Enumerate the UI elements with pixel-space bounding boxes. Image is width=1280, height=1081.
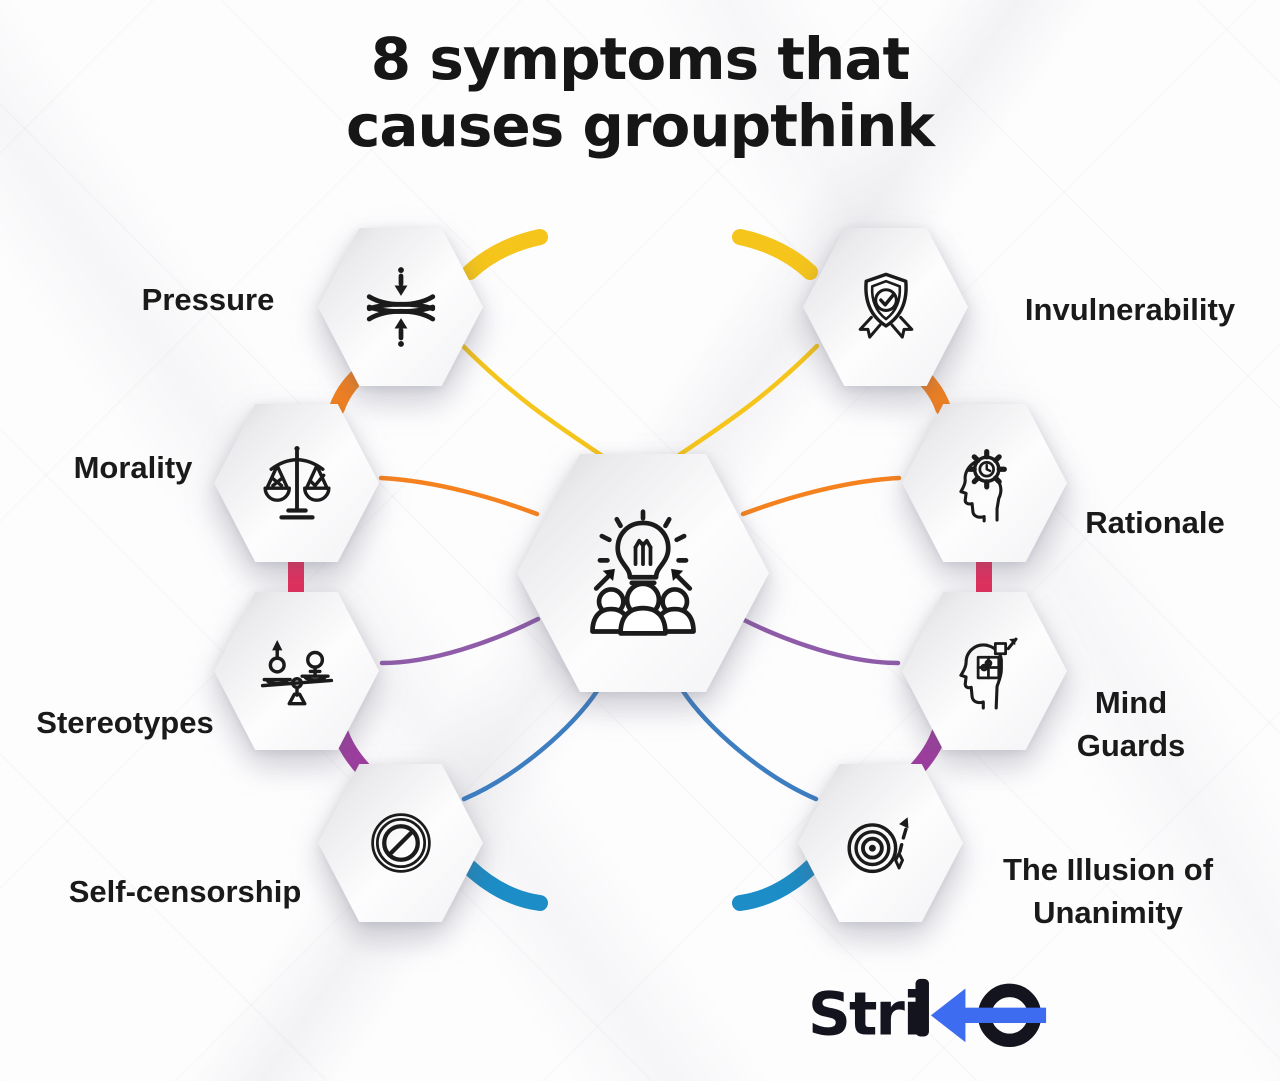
- ring-segment-blue-right: [732, 859, 819, 911]
- connector-stereotypes-to-center: [379, 616, 541, 666]
- page-title-line1: 8 symptoms that: [370, 25, 910, 93]
- hexagon-invulnerability: [803, 228, 968, 386]
- page-title-line2: causes groupthink: [346, 92, 935, 161]
- label-self-censorship: Self-censorship: [68, 874, 302, 909]
- page-title: 8 symptoms that causes groupthink: [0, 25, 1280, 161]
- connector-pressure-to-center: [460, 343, 607, 460]
- label-illusion-unanimity: The Illusion of Unanimity: [1002, 852, 1214, 930]
- gender-balance-icon: [260, 640, 333, 706]
- hexagon-self-censorship: [318, 764, 483, 922]
- connector-morality-to-center: [378, 475, 540, 517]
- target-arrow-icon: [846, 817, 909, 874]
- hexagon-pressure: [318, 228, 483, 386]
- label-stereotypes: Stereotypes: [36, 705, 214, 740]
- strike-logo: Stri: [808, 978, 1047, 1050]
- connector-self-censorship-to-center: [461, 688, 600, 802]
- justice-scales-icon: [262, 446, 331, 520]
- hexagon-rationale: [902, 404, 1067, 562]
- compress-pressure-icon: [366, 267, 435, 347]
- head-gear-icon: [958, 449, 1007, 523]
- head-puzzle-icon: [958, 637, 1018, 710]
- ring-segment-blue-left: [461, 859, 548, 911]
- connector-mind-guards-to-center: [739, 616, 901, 666]
- connector-invulnerability-to-center: [673, 343, 820, 460]
- hexagon-center: [517, 454, 769, 692]
- label-morality: Morality: [73, 450, 193, 485]
- ring-segment-yellow-left: [462, 229, 548, 280]
- label-mind-guards: Mind Guards: [1076, 685, 1186, 763]
- logo-arrow-k: [930, 988, 1047, 1043]
- connector-illusion-to-center: [680, 688, 819, 802]
- team-idea-lightbulb-icon: [590, 508, 696, 636]
- label-invulnerability: Invulnerability: [1024, 292, 1236, 327]
- prohibited-sign-icon: [370, 813, 431, 873]
- connector-rationale-to-center: [740, 475, 902, 517]
- hexagon-mind-guards: [902, 592, 1067, 750]
- hexagon-stereotypes: [214, 592, 379, 750]
- hexagon-illusion-unanimity: [798, 764, 963, 922]
- ring-segment-yellow-right: [732, 229, 818, 280]
- logo-letter-k-stem: [915, 978, 929, 1037]
- label-pressure: Pressure: [141, 282, 275, 317]
- logo-text-stri: Stri: [808, 981, 921, 1050]
- hexagon-morality: [214, 404, 379, 562]
- label-rationale: Rationale: [1085, 505, 1225, 540]
- shield-check-icon: [858, 272, 913, 339]
